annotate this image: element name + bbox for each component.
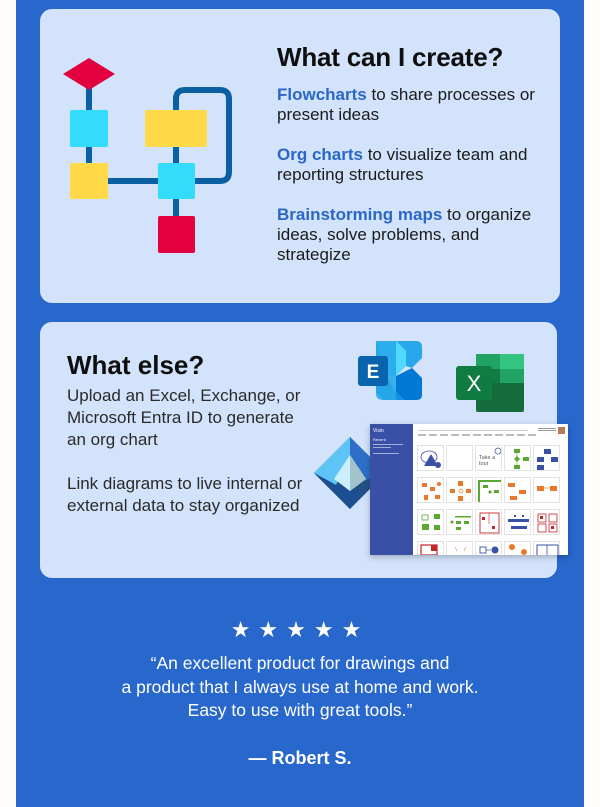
- template-thumb: [533, 445, 560, 471]
- create-item-text: to organize ideas, solve problems, and s…: [277, 205, 532, 264]
- create-item-text: to visualize team and reporting structur…: [277, 145, 528, 184]
- template-thumb: [446, 445, 473, 471]
- create-item-text: to share processes or present ideas: [277, 85, 535, 124]
- template-thumb: [533, 509, 560, 535]
- template-thumb-take-a-tour: Take a tour: [475, 445, 502, 471]
- else-paragraph-link: Link diagrams to live internal or extern…: [67, 474, 303, 515]
- testimonial-author: — Robert S.: [248, 748, 352, 768]
- sidebar-text-line: [373, 444, 403, 445]
- create-text-block: What can I create? Flowcharts to share p…: [277, 41, 552, 285]
- visio-user-info: [538, 428, 556, 432]
- what-can-i-create-card: What can I create? Flowcharts to share p…: [40, 9, 560, 303]
- create-item-org-charts: Org charts to visualize team and reporti…: [277, 145, 552, 185]
- template-thumb: [533, 477, 560, 503]
- sidebar-text-line: [373, 447, 391, 448]
- template-thumb: [417, 541, 444, 555]
- template-thumb: [417, 445, 444, 471]
- exchange-icon: E: [358, 341, 422, 400]
- template-thumb: [446, 477, 473, 503]
- template-thumb: [475, 477, 502, 503]
- take-a-tour-label: Take a tour: [479, 455, 496, 467]
- create-item-flowcharts: Flowcharts to share processes or present…: [277, 85, 552, 125]
- template-thumb: [417, 477, 444, 503]
- visio-avatar: [558, 427, 565, 434]
- visio-category-nav: [418, 434, 538, 436]
- template-thumb: [446, 509, 473, 535]
- quote-line: Easy to use with great tools.”: [187, 700, 413, 720]
- template-thumb: [446, 541, 473, 555]
- visio-recent-label: Recent: [373, 437, 386, 442]
- svg-text:E: E: [367, 362, 380, 383]
- template-thumb: [417, 509, 444, 535]
- flowchart-illustration-icon: [63, 58, 232, 253]
- template-thumb: [475, 541, 502, 555]
- what-else-card: What else? Upload an Excel, Exchange, or…: [40, 322, 568, 578]
- else-heading: What else?: [67, 350, 205, 380]
- visio-sidebar: Visio Recent: [370, 424, 413, 555]
- visio-app-screenshot: Visio Recent Take a tour: [370, 424, 568, 555]
- else-text-block: What else? Upload an Excel, Exchange, or…: [67, 349, 317, 539]
- visio-search-bar: [418, 428, 528, 431]
- template-thumb: [533, 541, 560, 555]
- testimonial-quote: “An excellent product for drawings and a…: [0, 652, 600, 723]
- create-item-highlight: Flowcharts: [277, 85, 367, 104]
- create-item-highlight: Org charts: [277, 145, 363, 164]
- sidebar-text-line: [373, 453, 399, 454]
- create-heading: What can I create?: [277, 42, 504, 72]
- template-thumb: [504, 509, 531, 535]
- create-item-highlight: Brainstorming maps: [277, 205, 443, 224]
- template-thumb: [504, 541, 531, 555]
- template-thumb: [504, 445, 531, 471]
- create-item-brainstorming: Brainstorming maps to organize ideas, so…: [277, 205, 552, 265]
- else-paragraph-upload: Upload an Excel, Exchange, or Microsoft …: [67, 386, 301, 449]
- visio-app-name: Visio: [373, 428, 384, 434]
- template-thumb: [475, 509, 502, 535]
- svg-text:X: X: [467, 371, 482, 396]
- template-thumb: [504, 477, 531, 503]
- decision-diamond: [63, 58, 115, 90]
- quote-line: “An excellent product for drawings and: [150, 653, 450, 673]
- entra-id-icon: [314, 437, 386, 509]
- five-star-rating-icon: ★★★★★: [230, 618, 370, 643]
- quote-line: a product that I always use at home and …: [121, 676, 479, 697]
- visio-template-grid: Take a tour: [417, 445, 560, 555]
- excel-icon: X: [456, 354, 524, 412]
